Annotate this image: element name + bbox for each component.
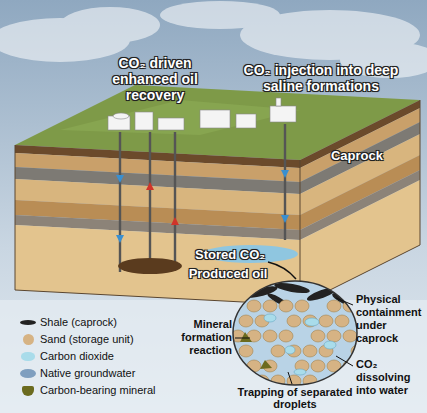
legend-swatch — [23, 334, 34, 345]
layer-label: Caprock — [322, 148, 392, 164]
sand-grain — [271, 375, 285, 387]
sand-grain — [343, 330, 357, 342]
sand-grain — [279, 330, 293, 342]
legend-text: Native groundwater — [40, 367, 135, 380]
sand-grain — [247, 360, 261, 372]
legend-text: Carbon dioxide — [40, 350, 114, 363]
sand-grain — [335, 315, 349, 327]
legend-swatch — [20, 369, 36, 378]
sand-grain — [319, 315, 333, 327]
storage-label: Stored CO₂ — [194, 247, 266, 263]
sand-grain — [279, 300, 293, 312]
legend-swatch — [20, 320, 36, 325]
sand-grain — [239, 345, 253, 357]
sand-grain — [239, 315, 253, 327]
callout-label: Mineral formation reaction — [174, 318, 232, 357]
sand-grain — [263, 300, 277, 312]
sand-grain — [311, 330, 325, 342]
legend-text: Shale (caprock) — [40, 316, 117, 329]
sand-grain — [295, 300, 309, 312]
rock-stratum — [15, 180, 420, 305]
sand-grain — [247, 300, 261, 312]
legend-text: Carbon-bearing mineral — [40, 384, 156, 397]
sand-grain — [327, 330, 341, 342]
sand-grain — [303, 375, 317, 387]
legend-swatch — [22, 386, 34, 396]
legend-swatch — [21, 352, 35, 361]
sand-grain — [327, 300, 341, 312]
sand-grain — [271, 345, 285, 357]
callout-label: Physical containment under caprock — [356, 293, 424, 345]
storage-label: Produced oil — [186, 266, 270, 282]
sand-grain — [303, 345, 317, 357]
legend-text: Sand (storage unit) — [40, 333, 134, 346]
callout-label: CO₂ dissolving into water — [356, 358, 424, 397]
sand-grain — [311, 360, 325, 372]
sand-grain — [335, 375, 349, 387]
sand-grain — [287, 315, 301, 327]
callout-label: Trapping of separated droplets — [225, 386, 365, 410]
site-label: CO₂ driven enhanced oil recovery — [95, 55, 215, 103]
sand-grain — [263, 330, 277, 342]
site-label: CO₂ injection into deep saline formation… — [228, 62, 414, 94]
